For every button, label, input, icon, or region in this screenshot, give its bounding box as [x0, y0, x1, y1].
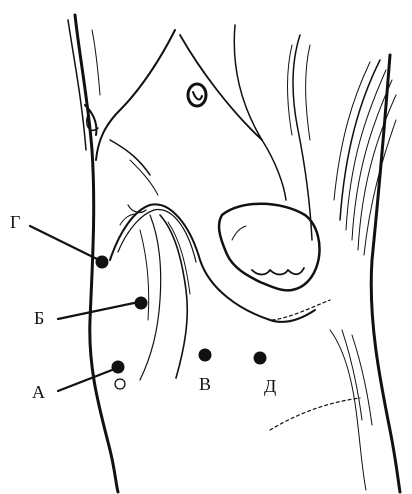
point-d-marker — [254, 352, 267, 365]
point-g-marker — [96, 256, 109, 269]
label-g: Г — [10, 212, 20, 232]
central-fascia-lines — [110, 204, 315, 380]
right-body-contour — [288, 35, 401, 492]
upper-torso-lines — [85, 25, 286, 200]
label-d: Д — [264, 376, 276, 396]
upper-oval-mark — [188, 84, 206, 106]
point-a-marker — [112, 361, 125, 374]
small-open-circle — [115, 379, 125, 389]
heart-organ-outline — [219, 204, 319, 291]
left-body-contour — [68, 15, 118, 492]
point-v-marker — [199, 349, 212, 362]
lower-right-fascia — [270, 300, 372, 490]
point-b-marker — [135, 297, 148, 310]
label-b: Б — [34, 308, 44, 328]
label-v: В — [199, 374, 211, 394]
label-a: А — [32, 382, 45, 402]
